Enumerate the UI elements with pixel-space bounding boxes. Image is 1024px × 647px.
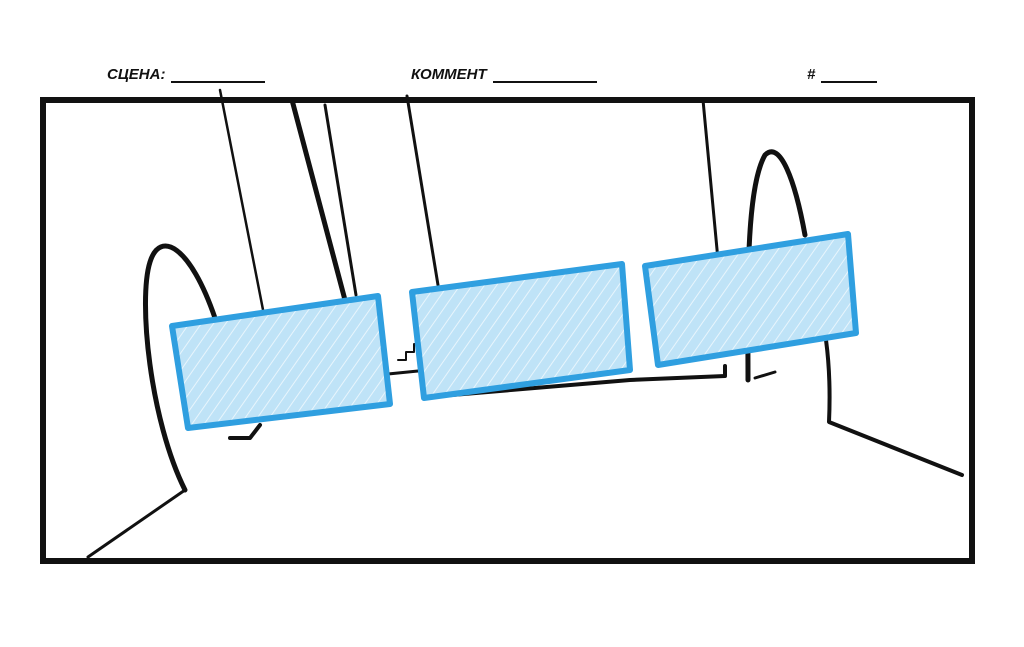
scene-label: СЦЕНА: xyxy=(107,66,166,83)
comment-label: КОММЕНТ xyxy=(411,66,487,83)
scene-field: СЦЕНА: xyxy=(107,66,266,83)
pillar-base xyxy=(753,370,777,380)
blue-panel-middle xyxy=(409,261,633,401)
pillar-base xyxy=(228,423,262,440)
number-field: # xyxy=(807,66,878,83)
floor-line xyxy=(438,364,727,398)
column-line xyxy=(289,97,348,303)
frame-border xyxy=(40,97,975,564)
scene-blank-line xyxy=(171,67,266,83)
floor-line xyxy=(86,488,187,559)
right-floor-line xyxy=(824,338,964,477)
column-line xyxy=(405,94,440,287)
left-arch xyxy=(142,243,218,493)
column-line xyxy=(701,98,720,262)
blue-panel-left xyxy=(169,293,393,431)
blue-panel-right xyxy=(642,231,859,368)
number-blank-line xyxy=(821,67,878,83)
comment-blank-line xyxy=(492,67,597,83)
column-line xyxy=(323,103,358,297)
comment-field: КОММЕНТ xyxy=(411,66,597,83)
column-line xyxy=(218,88,267,322)
number-label: # xyxy=(807,66,816,83)
